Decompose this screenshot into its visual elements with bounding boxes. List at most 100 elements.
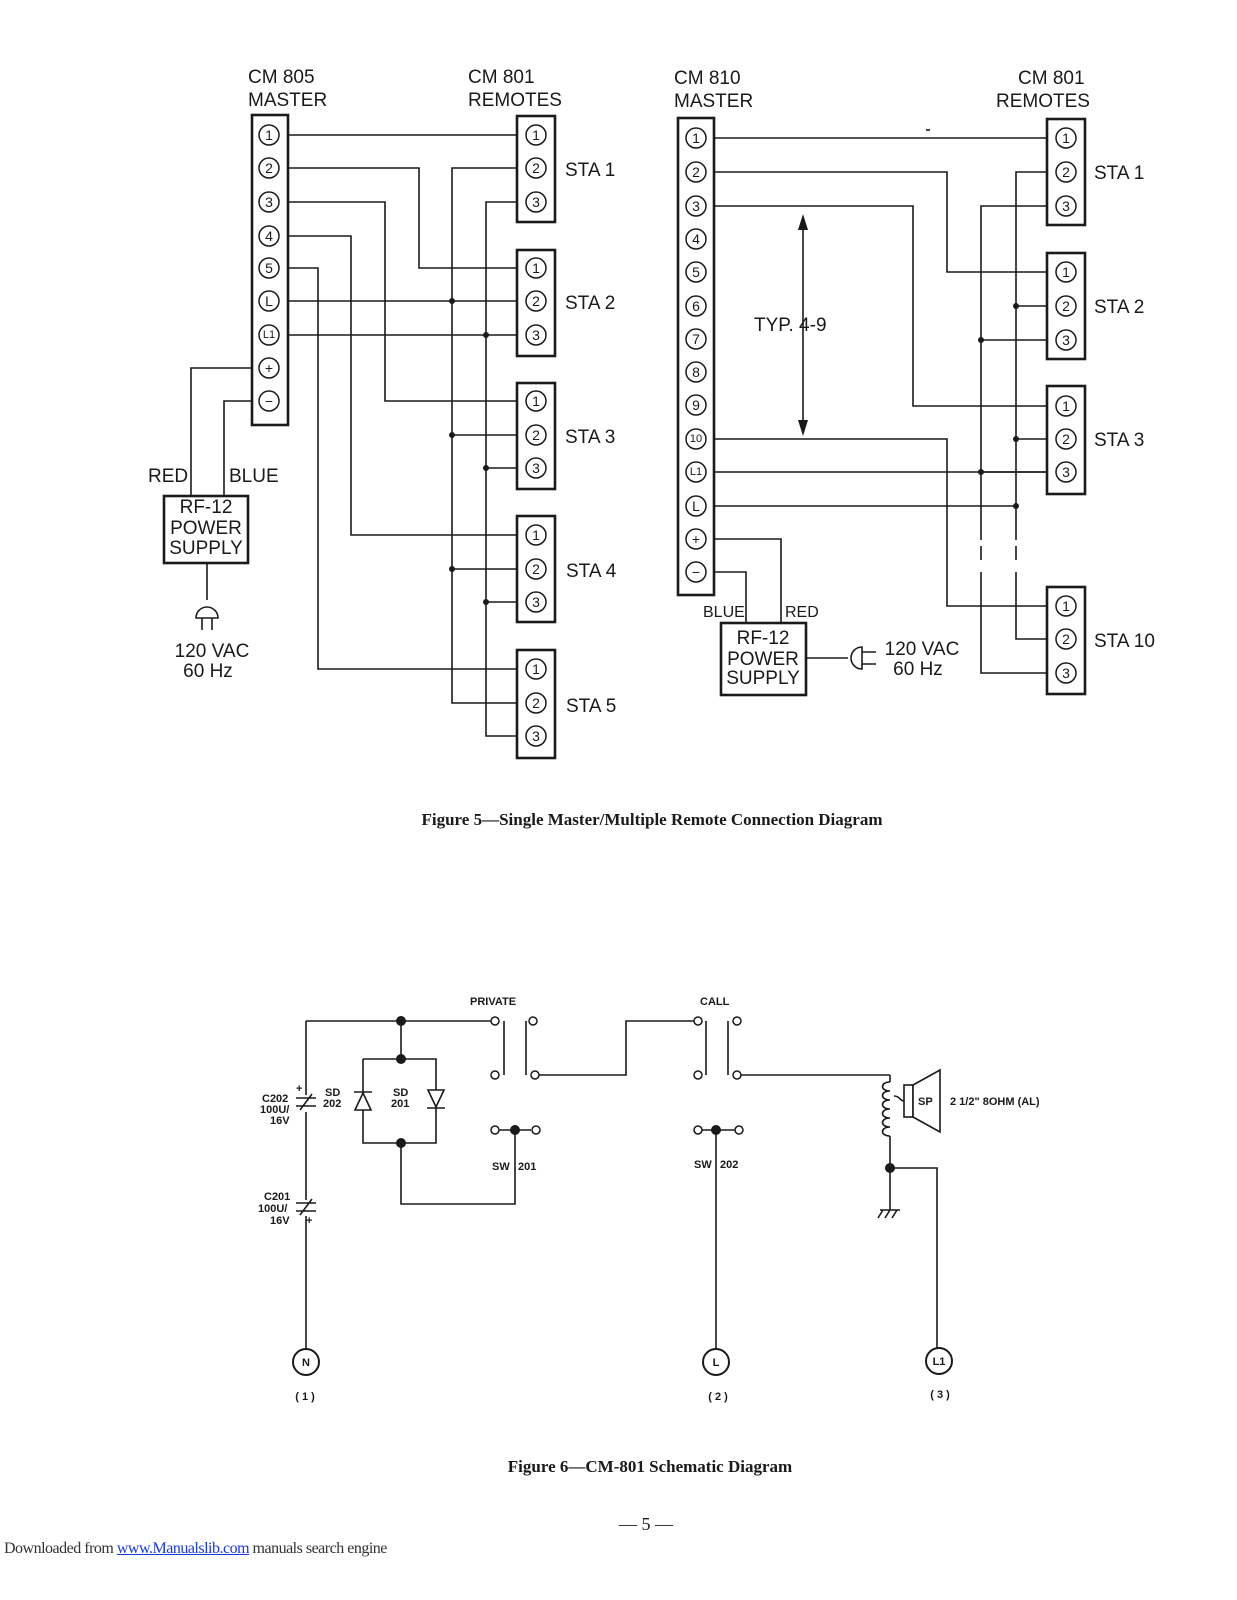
right-master-terminals: 1 2 3 4 5 6 7 8 9 10 L1 L + −	[685, 127, 707, 583]
left-station-5: 1 2 3 STA 5	[515, 648, 616, 760]
sd202-number: 202	[323, 1098, 341, 1110]
station-terminal: 3	[1062, 332, 1070, 348]
station-terminal: 1	[1062, 130, 1070, 146]
left-wire-red-label: RED	[148, 466, 188, 487]
station-terminal: 3	[1062, 198, 1070, 214]
station-terminal: 1	[532, 661, 540, 677]
node-number: ( 3 )	[930, 1389, 950, 1401]
right-master-role: MASTER	[674, 91, 753, 112]
right-station-2: 1 2 3 STA 2	[1045, 251, 1144, 361]
left-master-terminal: L	[265, 293, 273, 309]
c202-voltage: 16V	[270, 1115, 290, 1127]
right-master-terminal: 1	[692, 130, 700, 146]
left-master-terminal: 3	[265, 194, 273, 210]
c201-voltage: 16V	[270, 1215, 290, 1227]
node-label: N	[302, 1357, 310, 1369]
sw201-number: 201	[518, 1161, 536, 1173]
call-switch-label: CALL	[700, 996, 730, 1008]
right-wiring	[712, 129, 1050, 674]
speaker-spec: 2 1/2" 8OHM (AL)	[950, 1096, 1040, 1108]
sw202-label: SW	[694, 1159, 712, 1171]
download-footer: Downloaded from www.Manualslib.com manua…	[4, 1540, 387, 1558]
station-label: STA 1	[565, 160, 615, 181]
station-label: STA 2	[1094, 297, 1144, 318]
right-master-terminal: 3	[692, 198, 700, 214]
speaker-label: SP	[918, 1096, 933, 1108]
left-psu-line: SUPPLY	[169, 538, 243, 559]
footer-suffix: manuals search engine	[249, 1540, 388, 1557]
sw202-number: 202	[720, 1159, 738, 1171]
station-terminal: 2	[1062, 431, 1070, 447]
right-station-1: 1 2 3 STA 1	[1045, 117, 1144, 227]
figure5-left-diagram: CM 805 MASTER CM 801 REMOTES	[148, 67, 617, 760]
station-label: STA 2	[565, 293, 615, 314]
left-station-1: 1 2 3 STA 1	[515, 114, 615, 224]
station-terminal: 3	[532, 327, 540, 343]
station-label: STA 5	[566, 696, 616, 717]
right-master-terminal: 8	[692, 364, 700, 380]
node-number: ( 2 )	[708, 1391, 728, 1403]
right-master-terminal: 4	[692, 231, 700, 247]
right-station-10: 1 2 3 STA 10	[1045, 585, 1155, 696]
left-power-supply-box	[162, 494, 250, 565]
right-junction-dots	[978, 303, 1019, 509]
station-terminal: 3	[532, 194, 540, 210]
right-psu-line: SUPPLY	[726, 668, 800, 689]
right-ac-line: 120 VAC	[885, 639, 960, 660]
private-switch-label: PRIVATE	[470, 996, 516, 1008]
right-wire-red-label: RED	[785, 604, 819, 621]
left-master-terminal: +	[265, 360, 273, 376]
station-terminal: 2	[532, 695, 540, 711]
right-psu-line: POWER	[727, 649, 799, 670]
right-master-terminal: 6	[692, 298, 700, 314]
right-remotes-role: REMOTES	[996, 91, 1090, 112]
node-label: L	[713, 1357, 720, 1369]
c201-value: 100U/	[258, 1203, 287, 1215]
right-psu-line: RF-12	[737, 628, 790, 649]
station-terminal: 3	[532, 728, 540, 744]
station-terminal: 1	[532, 393, 540, 409]
station-terminal: 3	[532, 594, 540, 610]
station-terminal: 2	[532, 293, 540, 309]
station-label: STA 1	[1094, 163, 1144, 184]
left-master-terminal: 2	[265, 160, 273, 176]
right-master-terminal: +	[692, 531, 700, 547]
footer-prefix: Downloaded from	[4, 1540, 117, 1557]
right-master-terminal: L	[692, 498, 700, 514]
right-master-terminal: 9	[692, 397, 700, 413]
right-station-3: 1 2 3 STA 3	[1045, 384, 1144, 496]
right-master-terminal: 5	[692, 264, 700, 280]
left-station-2: 1 2 3 STA 2	[515, 248, 615, 358]
right-master-terminal: L1	[690, 466, 702, 478]
sd201-label: SD	[393, 1087, 408, 1099]
c201-plus-sign: +	[306, 1215, 312, 1227]
left-master-model: CM 805	[248, 67, 315, 88]
left-station-3: 1 2 3 STA 3	[515, 381, 615, 491]
sd202-label: SD	[325, 1087, 340, 1099]
figure6-caption: Figure 6—CM-801 Schematic Diagram	[508, 1457, 792, 1476]
left-master-terminal: −	[265, 393, 273, 409]
left-remotes-model: CM 801	[468, 67, 535, 88]
right-master-terminal: −	[692, 564, 700, 580]
typ-range-label: TYP. 4-9	[754, 315, 827, 336]
left-master-terminal: 1	[265, 127, 273, 143]
left-master-role: MASTER	[248, 90, 327, 111]
station-terminal: 2	[1062, 631, 1070, 647]
right-master-terminal-block	[676, 116, 716, 597]
left-psu-line: RF-12	[180, 497, 233, 518]
left-master-terminal: L1	[263, 329, 275, 341]
sd201-number: 201	[391, 1098, 409, 1110]
left-remotes-role: REMOTES	[468, 90, 562, 111]
station-terminal: 1	[532, 527, 540, 543]
left-ac-line: 60 Hz	[183, 661, 233, 682]
station-label: STA 3	[565, 427, 615, 448]
c202-plus-sign: +	[296, 1083, 302, 1095]
station-terminal: 1	[532, 260, 540, 276]
node-l: L ( 2 )	[702, 1348, 730, 1403]
manualslib-link[interactable]: www.Manualslib.com	[116, 1540, 250, 1557]
right-ac-line: 60 Hz	[893, 659, 943, 680]
c201-label: C201	[264, 1191, 290, 1203]
left-psu-line: POWER	[170, 518, 242, 539]
left-master-terminal: 5	[265, 260, 273, 276]
